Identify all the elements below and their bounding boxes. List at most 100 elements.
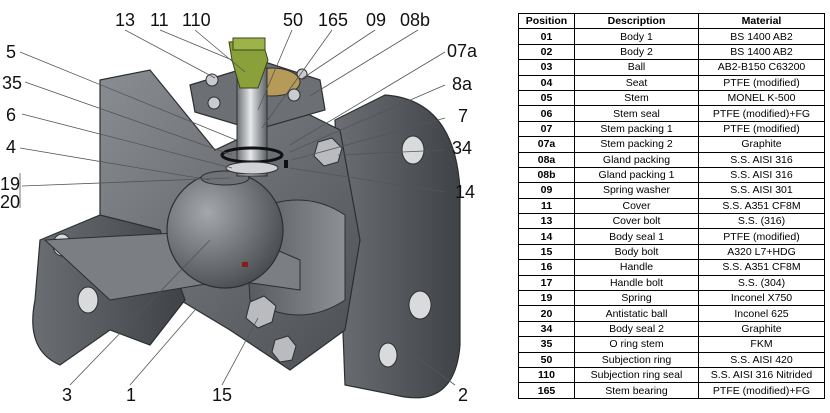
callout-20: 20 (0, 192, 20, 212)
body-bolt-lower (245, 295, 297, 363)
cell-description: Cover (574, 197, 699, 215)
body-seal-marker (284, 160, 288, 168)
cell-position: 15 (518, 243, 575, 261)
cell-position: 16 (518, 259, 575, 276)
callout-8a: 8a (452, 74, 473, 94)
stem (220, 67, 284, 177)
callout-09: 09 (366, 10, 386, 30)
cell-position: 08b (518, 166, 575, 184)
cell-material: Graphite (698, 136, 825, 153)
callout-165: 165 (318, 10, 348, 30)
callout-34: 34 (452, 138, 472, 158)
cell-position: 01 (518, 28, 575, 45)
callouts-bottom: 3 1 15 2 (62, 385, 468, 405)
cell-description: Body bolt (574, 243, 699, 261)
callout-11: 11 (150, 10, 169, 30)
cell-material: PTFE (modified) (698, 120, 825, 138)
valve-cutaway-diagram: 13 11 110 50 165 09 08b 5 35 6 4 19 20 0… (0, 10, 478, 405)
cell-description: Gland packing (574, 151, 699, 168)
cell-material: S.S. A351 CF8M (698, 197, 825, 215)
table-header-row: Position Description Material (518, 12, 825, 30)
cell-material: FKM (698, 336, 825, 353)
header-position: Position (518, 12, 575, 30)
cell-material: A320 L7+HDG (698, 243, 825, 261)
callouts-top: 13 11 110 50 165 09 08b (115, 10, 430, 30)
body-bolt-upper (313, 137, 343, 167)
callout-2: 2 (458, 385, 468, 405)
cell-material: S.S. (304) (698, 274, 825, 292)
cell-material: S.S. AISI 316 (698, 151, 825, 168)
cell-material: S.S. AISI 316 Nitrided (698, 366, 825, 384)
cell-position: 05 (518, 89, 575, 107)
callout-08b: 08b (400, 10, 430, 30)
cell-material: PTFE (modified)+FG (698, 105, 825, 122)
callout-07a: 07a (447, 41, 478, 61)
header-material: Material (698, 12, 825, 30)
cell-description: Stem seal (574, 105, 699, 122)
cell-description: Cover bolt (574, 213, 699, 230)
cell-position: 50 (518, 351, 575, 368)
cell-position: 03 (518, 59, 575, 76)
cell-material: S.S. AISI 316 (698, 166, 825, 184)
cell-position: 165 (518, 382, 575, 399)
cell-description: Spring (574, 290, 699, 307)
cell-material: AB2-B150 C63200 (698, 59, 825, 76)
cell-position: 06 (518, 105, 575, 122)
cell-position: 17 (518, 274, 575, 292)
body-2-flange (334, 94, 461, 399)
cell-material: PTFE (modified)+FG (698, 382, 825, 399)
callout-7: 7 (458, 106, 468, 126)
cell-description: Stem bearing (574, 382, 699, 399)
callouts-left: 5 35 6 4 19 20 (0, 42, 22, 212)
cell-position: 07 (518, 120, 575, 138)
cell-description: Stem packing 1 (574, 120, 699, 138)
cell-material: S.S. (316) (698, 213, 825, 230)
cell-description: Stem (574, 89, 699, 107)
cell-position: 11 (518, 197, 575, 215)
cell-description: Body 2 (574, 43, 699, 61)
cell-material: BS 1400 AB2 (698, 28, 825, 45)
cell-position: 07a (518, 136, 575, 153)
cell-position: 110 (518, 366, 575, 384)
cell-material: S.S. AISI 301 (698, 182, 825, 199)
cell-position: 14 (518, 228, 575, 245)
cell-material: S.S. AISI 420 (698, 351, 825, 368)
cell-description: Gland packing 1 (574, 166, 699, 184)
cell-description: Body 1 (574, 28, 699, 45)
cell-description: Body seal 2 (574, 320, 699, 338)
callout-5: 5 (6, 42, 16, 62)
cell-description: Handle (574, 259, 699, 276)
cell-description: Seat (574, 74, 699, 91)
cell-material: PTFE (modified) (698, 74, 825, 91)
callout-35: 35 (2, 73, 22, 93)
callout-4: 4 (6, 137, 16, 157)
callout-13: 13 (115, 10, 135, 30)
cell-position: 34 (518, 320, 575, 338)
callout-15: 15 (212, 385, 232, 405)
cell-description: Stem packing 2 (574, 136, 699, 153)
callout-50: 50 (283, 10, 303, 30)
cell-description: Ball (574, 59, 699, 76)
cell-description: Body seal 1 (574, 228, 699, 245)
callout-110: 110 (182, 10, 211, 30)
ball (166, 170, 284, 289)
callout-19: 19 (0, 174, 20, 194)
cell-material: BS 1400 AB2 (698, 43, 825, 61)
cell-position: 13 (518, 213, 575, 230)
